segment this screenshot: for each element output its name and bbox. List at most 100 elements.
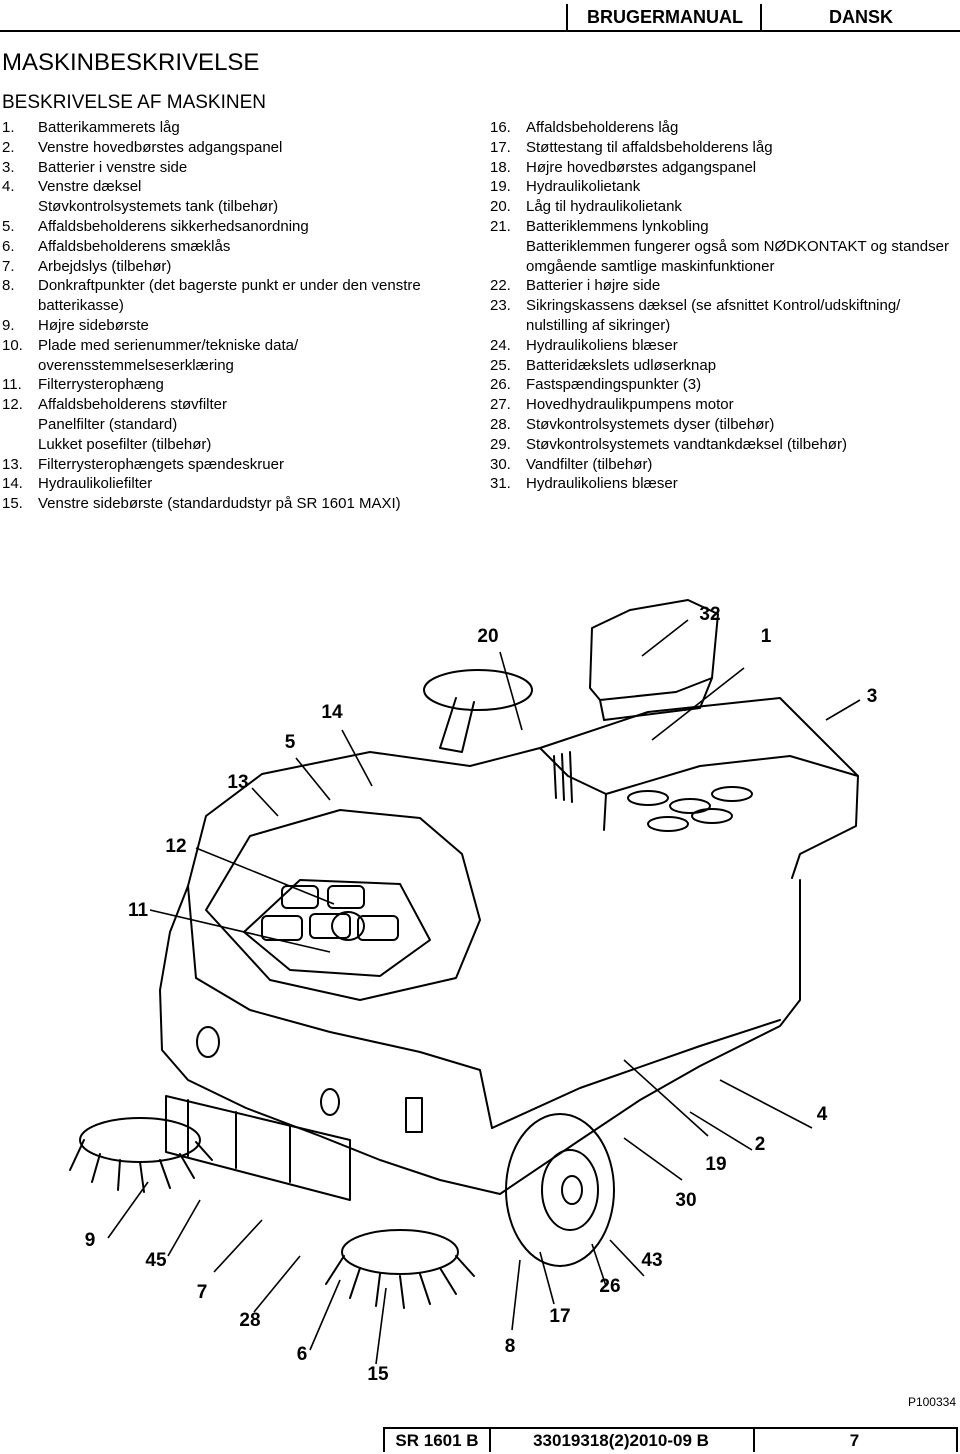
list-item-number: 7. <box>2 257 15 275</box>
hopper-lid-shape <box>205 809 481 1001</box>
header-rule <box>0 30 960 32</box>
list-item: 25.Batteridækslets udløserknap <box>490 356 950 376</box>
callout-label: 19 <box>705 1154 726 1175</box>
list-item: 1.Batterikammerets låg <box>2 118 472 138</box>
list-item-text: Låg til hydraulikolietank <box>526 198 682 216</box>
list-item-text: Højre hovedbørstes adgangspanel <box>526 158 757 176</box>
right-side-brush-shape <box>79 1117 201 1163</box>
list-item-text: Filterrysterophæng <box>38 376 164 394</box>
list-item-number: 16. <box>490 119 511 136</box>
list-item: 29.Støvkontrolsystemets vandtankdæksel (… <box>490 435 950 455</box>
list-item-text: Sikringskassens dæksel (se afsnittet Kon… <box>526 297 901 334</box>
list-item-text: Vandfilter (tilbehør) <box>526 455 653 473</box>
list-item-text: Hydraulikoliefilter <box>38 475 153 493</box>
callout-label: 3 <box>867 686 878 707</box>
callout-label: 6 <box>297 1344 308 1365</box>
list-item-subtext: Lukket posefilter (tilbehør) <box>38 435 212 453</box>
list-item: 22. Batterier i højre side <box>490 276 950 296</box>
callout-label: 9 <box>85 1230 96 1251</box>
list-item-text: Fastspændingspunkter (3) <box>526 376 702 394</box>
callout-label: 30 <box>675 1190 696 1211</box>
list-item-number: 23. <box>490 297 511 315</box>
figure-reference-code: P100334 <box>907 1395 956 1409</box>
list-item: 23. Sikringskassens dæksel (se afsnittet … <box>490 296 950 336</box>
list-item: 3.Batterier i venstre side <box>2 158 472 178</box>
list-item: 5.Affaldsbeholderens sikkerhedsanordning <box>2 217 472 237</box>
list-item-number: 9. <box>2 316 15 334</box>
list-item: 7. Arbejdslys (tilbehør) <box>2 257 472 277</box>
callout-label: 14 <box>321 702 343 723</box>
header-manual-label: BRUGERMANUAL <box>566 4 762 30</box>
list-item-text: Hovedhydraulikpumpens motor <box>526 396 734 414</box>
list-item-number: 8. <box>2 277 15 295</box>
list-item-text: Affaldsbeholderens smæklås <box>38 237 231 255</box>
list-item-number: 14. <box>2 475 23 493</box>
list-item-subtext: Batteriklemmen fungerer også som NØDKONT… <box>526 237 949 275</box>
list-item-text: Støttestang til affaldsbeholderens låg <box>526 138 773 156</box>
list-item-text: Affaldsbeholderens låg <box>526 119 679 136</box>
footer-model: SR 1601 B <box>385 1429 491 1452</box>
list-item-number: 12. <box>2 396 23 414</box>
list-item: 30. Vandfilter (tilbehør) <box>490 455 950 475</box>
page-footer: SR 1601 B 33019318(2)2010-09 B 7 <box>383 1427 958 1452</box>
list-item-number: 3. <box>2 158 15 176</box>
list-item-number: 31. <box>490 475 511 493</box>
list-item: 9. Højre sidebørste <box>2 316 472 336</box>
list-item-text: Filterrysterophængets spændeskruer <box>38 455 284 473</box>
list-item-text: Arbejdslys (tilbehør) <box>38 257 172 275</box>
callout-label: 28 <box>239 1310 260 1331</box>
list-item-text: Donkraftpunkter (det bagerste punkt er u… <box>38 277 421 315</box>
page-title: MASKINBESKRIVELSE <box>2 49 260 76</box>
list-item-number: 27. <box>490 396 511 414</box>
callout-label: 17 <box>549 1306 570 1327</box>
list-item-number: 29. <box>490 435 511 453</box>
callout-label: 11 <box>128 900 149 921</box>
list-item-text: Batteridækslets udløserknap <box>526 356 717 374</box>
list-item: 19. Hydraulikolietank <box>490 177 950 197</box>
callout-label: 43 <box>641 1250 662 1271</box>
list-item-number: 17. <box>490 138 511 156</box>
list-item: 8. Donkraftpunkter (det bagerste punkt er… <box>2 276 472 316</box>
list-item-subtext: Støvkontrolsystemets tank (tilbehør) <box>38 198 279 216</box>
list-item-text: Hydraulikolietank <box>526 178 641 196</box>
list-item: 10.Plade med serienummer/tekniske data/ … <box>2 336 472 376</box>
list-item-number: 2. <box>2 138 15 156</box>
list-item: 26.Fastspændingspunkter (3) <box>490 375 950 395</box>
list-item-text: Venstre sidebørste (standardudstyr på SR… <box>38 495 401 513</box>
footer-document-number: 33019318(2)2010-09 B <box>489 1429 755 1452</box>
list-item-text: Højre sidebørste <box>38 316 149 334</box>
list-item-number: 28. <box>490 415 511 433</box>
list-item-text: Hydraulikoliens blæser <box>526 336 678 354</box>
callout-label: 45 <box>145 1250 167 1271</box>
callout-label: 2 <box>755 1134 766 1155</box>
callout-label: 1 <box>761 626 772 647</box>
list-item-text: Venstre dæksel <box>38 178 142 196</box>
list-item-text: Plade med serienummer/tekniske data/ ove… <box>38 336 299 374</box>
list-item-text: Affaldsbeholderens sikkerhedsanordning <box>38 217 309 235</box>
list-item-number: 19. <box>490 178 511 196</box>
callout-label: 32 <box>699 604 720 625</box>
callout-label: 7 <box>197 1282 208 1303</box>
component-list-right: 16. Affaldsbeholderens låg 17. Støttestang … <box>490 118 950 494</box>
list-item-number: 22. <box>490 277 511 295</box>
list-item: 27. Hovedhydraulikpumpens motor <box>490 395 950 415</box>
list-item-number: 21. <box>490 217 511 235</box>
list-item: 17. Støttestang til affaldsbeholderens lå… <box>490 138 950 158</box>
list-item: 2. Venstre hovedbørstes adgangspanel <box>2 138 472 158</box>
list-item: 11.Filterrysterophæng <box>2 375 472 395</box>
section-subtitle: BESKRIVELSE AF MASKINEN <box>2 92 266 113</box>
list-item-number: 18. <box>490 158 511 176</box>
callout-label: 20 <box>477 626 498 647</box>
list-item-text: Batteriklemmens lynkobling <box>526 217 709 235</box>
list-item-number: 30. <box>490 455 511 473</box>
list-item-text: Batterier i højre side <box>526 277 661 295</box>
list-item-number: 24. <box>490 336 511 354</box>
list-item-text: Batterikammerets låg <box>38 119 180 136</box>
list-item-text: Affaldsbeholderens støvfilter <box>38 396 227 414</box>
list-item: 20.Låg til hydraulikolietank <box>490 197 950 217</box>
list-item-text: Venstre hovedbørstes adgangspanel <box>38 138 283 156</box>
